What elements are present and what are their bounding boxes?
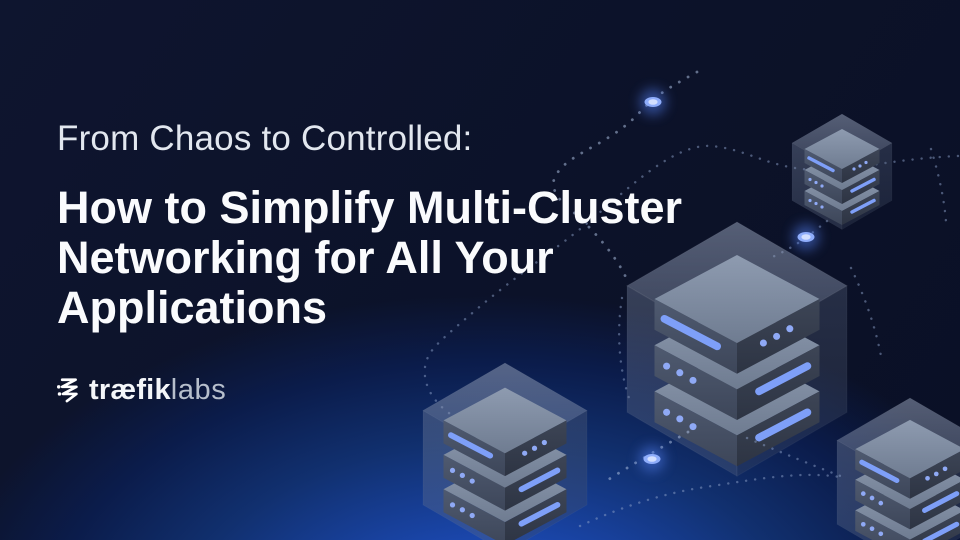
title-line-2: Networking for All Your [57, 232, 554, 283]
slide-title: How to Simplify Multi-Cluster Networking… [57, 183, 682, 333]
logo-wordmark: træfiklabs [89, 375, 226, 405]
dotted-paths-back [423, 70, 960, 423]
logo-text-light: labs [170, 374, 227, 406]
traefiklabs-logo: træfiklabs [55, 375, 226, 405]
traefik-logo-icon [56, 378, 78, 403]
title-line-1: How to Simplify Multi-Cluster [57, 182, 682, 233]
logo-text-bold: træfik [89, 374, 171, 406]
kicker: From Chaos to Controlled: [57, 119, 473, 158]
title-line-3: Applications [57, 282, 328, 333]
